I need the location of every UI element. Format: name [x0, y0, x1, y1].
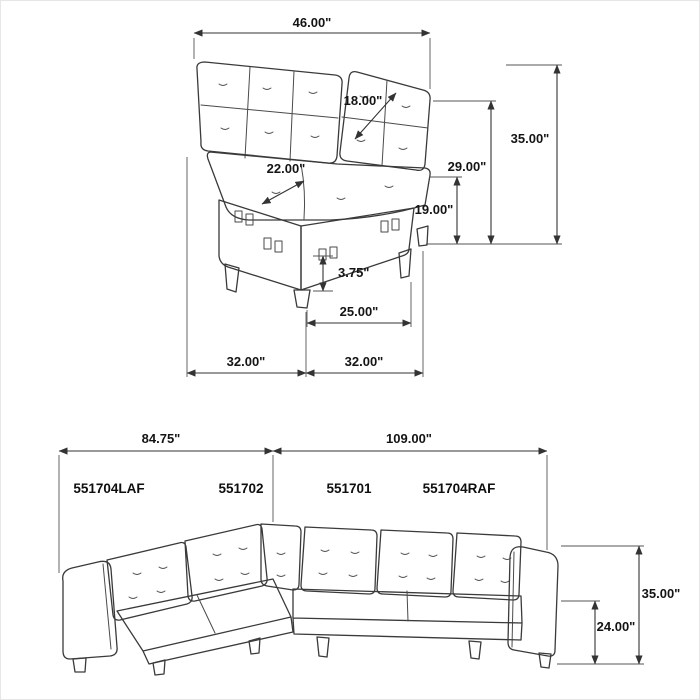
part-number-armless: 551701 — [326, 481, 372, 496]
corner-seat-cushion — [206, 151, 431, 221]
dim-sectional-overall-height: 35.00" — [642, 586, 681, 601]
dim-left-length: 84.75" — [142, 431, 181, 446]
sectional-right-arm — [507, 546, 559, 657]
dim-front-width: 25.00" — [340, 304, 379, 319]
sectional-back-left-cushions — [106, 523, 302, 621]
dim-seat-height: 19.00" — [415, 202, 454, 217]
dim-right-length: 109.00" — [386, 431, 432, 446]
corner-legs — [224, 225, 429, 309]
corner-dimension-labels: 46.00" 18.00" 22.00" 35.00" 29.00" 19.00… — [227, 15, 550, 369]
part-number-laf: 551704LAF — [73, 481, 144, 496]
dim-back-cushion-height: 18.00" — [344, 93, 383, 108]
corner-piece-diagram: 46.00" 18.00" 22.00" 35.00" 29.00" 19.00… — [186, 15, 562, 377]
dim-back-height: 29.00" — [448, 159, 487, 174]
sectional-right-seats — [292, 588, 523, 641]
dim-leg-height: 3.75" — [338, 265, 369, 280]
dim-arm-height: 24.00" — [597, 619, 636, 634]
sectional-legs — [72, 636, 552, 676]
dim-line-back-cushion — [354, 92, 397, 140]
sectional-sofa-drawing — [62, 523, 559, 676]
part-number-raf: 551704RAF — [423, 481, 496, 496]
sectional-diagram: 84.75" 109.00" 35.00" 24.00" 551704LAF 5… — [58, 431, 681, 676]
corner-sofa-drawing — [196, 61, 431, 309]
sectional-dimension-labels: 84.75" 109.00" 35.00" 24.00" — [142, 431, 681, 634]
corner-back-right-cushion — [339, 70, 431, 172]
corner-back-left-cushion — [196, 61, 343, 164]
dim-seat-depth: 22.00" — [267, 161, 306, 176]
sectional-extension-lines — [58, 455, 644, 665]
base-strap-buckles — [234, 210, 400, 261]
sectional-dimension-lines — [58, 447, 643, 665]
sectional-left-seats — [116, 578, 294, 665]
sectional-part-labels: 551704LAF 551702 551701 551704RAF — [73, 481, 495, 496]
dim-footprint-left: 32.00" — [227, 354, 266, 369]
dim-overall-height: 35.00" — [511, 131, 550, 146]
tuft-marks-sectional — [128, 547, 512, 599]
dim-footprint-right: 32.00" — [345, 354, 384, 369]
sectional-back-right-cushions — [300, 526, 522, 601]
sectional-left-arm — [62, 560, 118, 660]
corner-dimension-lines — [186, 29, 561, 377]
dim-back-width: 46.00" — [293, 15, 332, 30]
tuft-marks-left-back — [218, 83, 320, 138]
corner-base-left-face — [218, 199, 302, 291]
part-number-corner: 551702 — [218, 481, 263, 496]
dim-line-seat-depth — [261, 180, 305, 205]
